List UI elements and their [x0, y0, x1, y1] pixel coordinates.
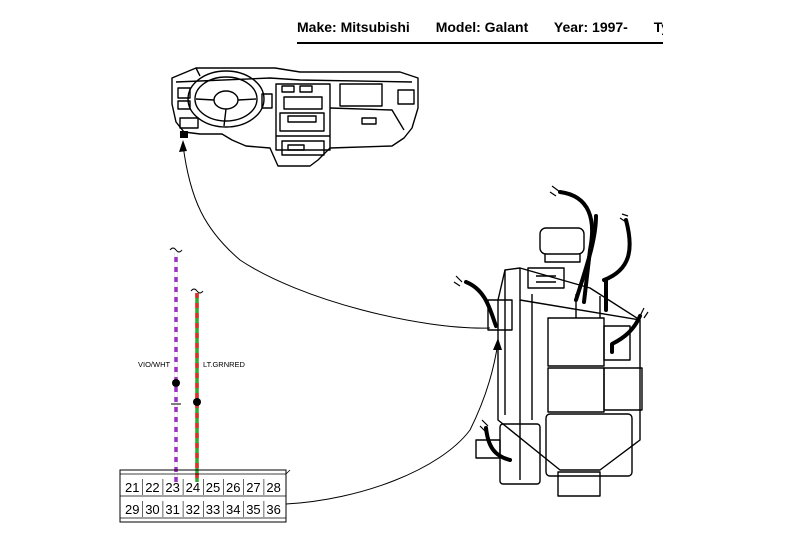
wire-lt-grn-red [190, 288, 204, 482]
make-text: Make: Mitsubishi [297, 19, 410, 35]
connector-pointer-arrow [285, 341, 499, 505]
pin-23: 23 [165, 480, 179, 495]
vehicle-info: Make: Mitsubishi Model: Galant Year: 199… [297, 16, 663, 38]
pin-22: 22 [145, 480, 159, 495]
pin-24: 24 [186, 480, 200, 495]
wire-break-marks [453, 185, 649, 433]
pin-30: 30 [145, 502, 159, 517]
location-pointer-arrowhead [179, 140, 187, 152]
dashboard-illustration [171, 67, 419, 167]
connector-pins-top-row: 21 22 23 24 25 26 27 28 [125, 479, 281, 495]
pin-25: 25 [206, 480, 220, 495]
diagnostic-connector: 21 22 23 24 25 26 27 28 29 30 31 32 33 34 35 36 [119, 469, 291, 523]
header-bar: Make: Mitsubishi Model: Galant Year: 199… [297, 16, 663, 44]
connector-pins-bottom-row: 29 30 31 32 33 34 35 36 [125, 501, 281, 517]
type-text: Type [653, 19, 663, 35]
pin-26: 26 [226, 480, 240, 495]
model-text: Model: Galant [435, 19, 529, 35]
pin-32: 32 [186, 502, 200, 517]
relay-block-illustration [475, 227, 643, 497]
pin-29: 29 [125, 502, 139, 517]
wire-vio-wht [169, 247, 183, 482]
pin-35: 35 [246, 502, 260, 517]
pin-28: 28 [266, 480, 280, 495]
pin-27: 27 [246, 480, 260, 495]
diagnostic-connector-location-dot [180, 131, 188, 138]
location-pointer-arrow [182, 144, 491, 329]
wire-label-lt-grn-red: LT.GRNRED [203, 360, 246, 369]
year-text: Year: 1997- [553, 19, 628, 35]
pin-34: 34 [226, 502, 240, 517]
relay-harness-wires [464, 190, 642, 462]
pin-33: 33 [206, 502, 220, 517]
wire-label-vio-wht: VIO/WHT [138, 360, 170, 369]
pin-21: 21 [125, 480, 139, 495]
pin-36: 36 [266, 502, 280, 517]
pin-31: 31 [165, 502, 179, 517]
